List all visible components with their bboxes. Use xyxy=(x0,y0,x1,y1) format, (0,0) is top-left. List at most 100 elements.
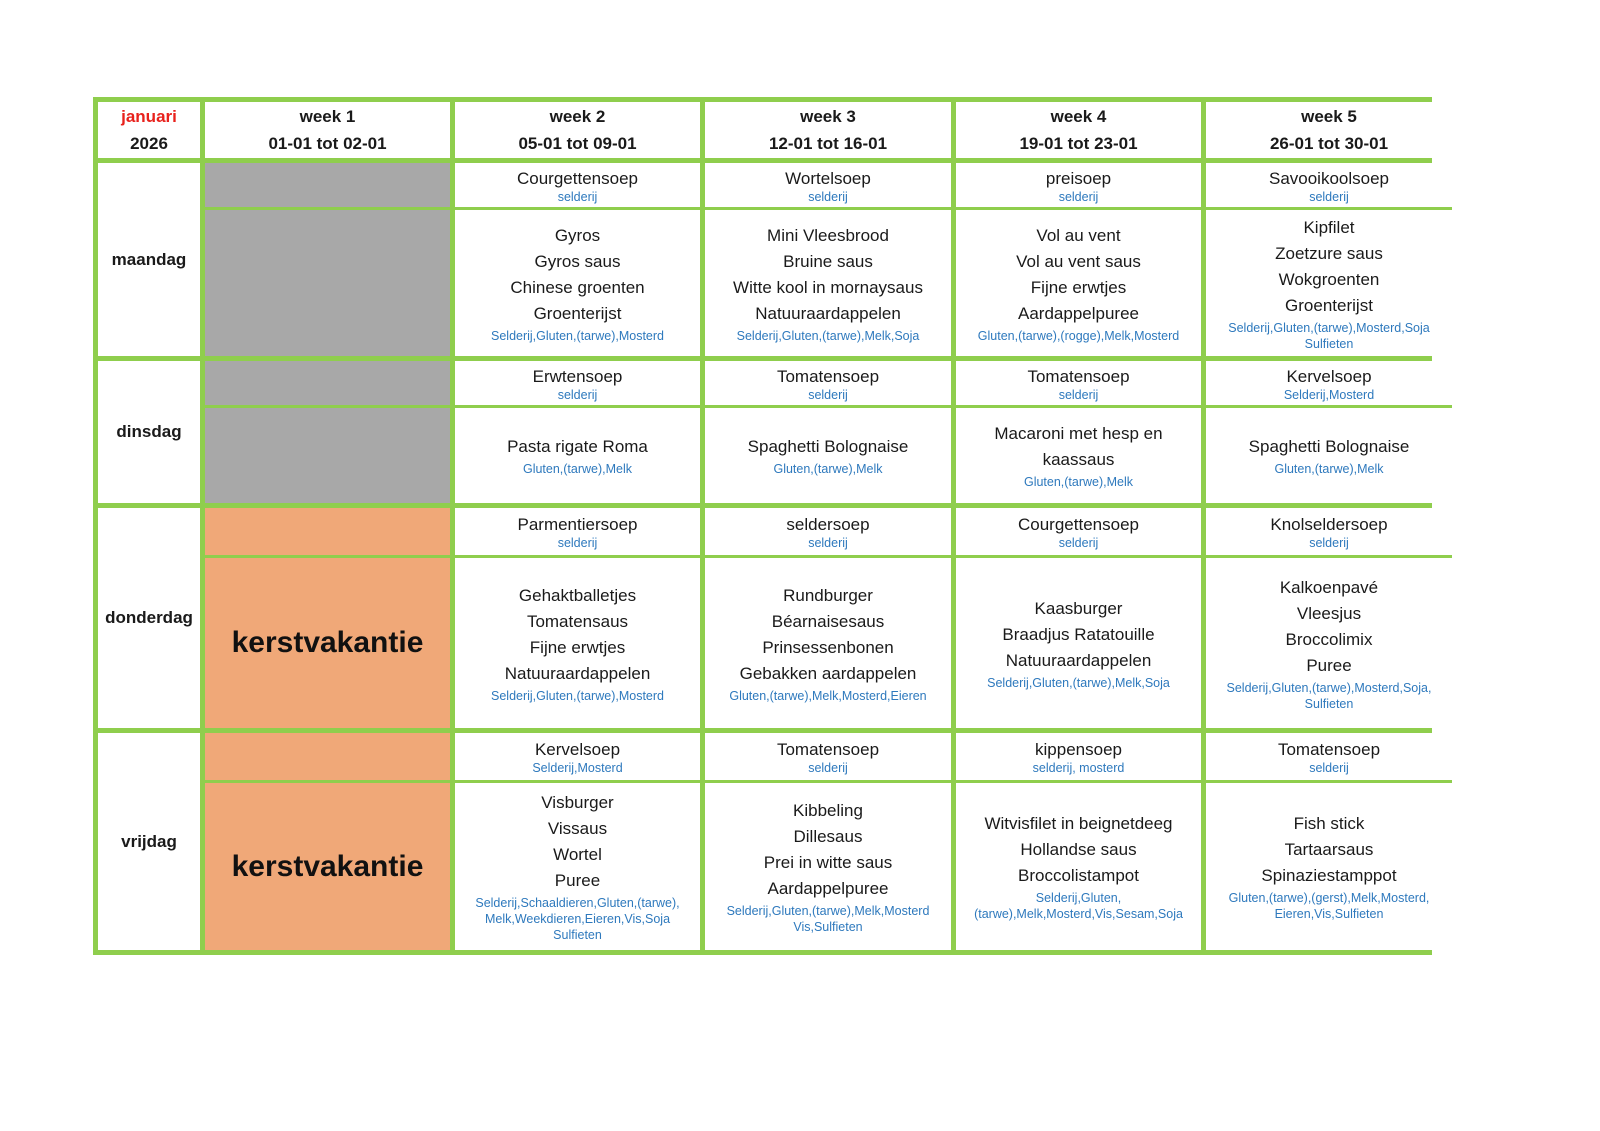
main-section: Kaasburger Braadjus Ratatouille Natuuraa… xyxy=(956,558,1201,728)
main-section: Mini Vleesbrood Bruine saus Witte kool i… xyxy=(705,210,951,356)
cell-maandag-week3: Wortelsoep selderij Mini Vleesbrood Brui… xyxy=(705,163,951,356)
closed-main-area xyxy=(205,408,450,503)
closed-main-area xyxy=(205,210,450,356)
soup-name: Knolseldersoep xyxy=(1270,515,1388,534)
dish-list: Kibbeling Dillesaus Prei in witte saus A… xyxy=(763,801,893,898)
soup-name: Erwtensoep xyxy=(532,366,623,386)
soup-section: Tomatensoep selderij xyxy=(1206,733,1452,783)
soup-name: Tomatensoep xyxy=(776,740,880,759)
cell-dinsdag-week4: Tomatensoep selderij Macaroni met hesp e… xyxy=(956,361,1201,503)
week-dates: 19-01 tot 23-01 xyxy=(1019,134,1138,153)
soup-allergens: selderij xyxy=(1309,189,1349,204)
soup-section: Kervelsoep Selderij,Mosterd xyxy=(1206,361,1452,408)
main-section: Kibbeling Dillesaus Prei in witte saus A… xyxy=(705,783,951,950)
soup-allergens: selderij xyxy=(808,189,848,204)
week-dates: 01-01 tot 02-01 xyxy=(268,134,387,153)
soup-section: seldersoep selderij xyxy=(705,508,951,558)
day-label-donderdag: donderdag xyxy=(98,508,200,728)
soup-name: Parmentiersoep xyxy=(517,515,638,534)
dish-allergens: Selderij,Gluten,(tarwe),Melk,Soja xyxy=(736,328,920,343)
soup-name: seldersoep xyxy=(786,515,870,534)
cell-vrijdag-week5: Tomatensoep selderij Fish stick Tartaars… xyxy=(1206,733,1452,950)
cell-vrijdag-week2: Kervelsoep Selderij,Mosterd Visburger Vi… xyxy=(455,733,700,950)
soup-allergens: selderij xyxy=(1058,387,1099,402)
dish-list: Witvisfilet in beignetdeeg Hollandse sau… xyxy=(984,814,1173,885)
soup-allergens: Selderij,Mosterd xyxy=(1283,387,1375,402)
main-section: Witvisfilet in beignetdeeg Hollandse sau… xyxy=(956,783,1201,950)
dish-list: Kaasburger Braadjus Ratatouille Natuuraa… xyxy=(1002,598,1155,670)
dish-list: Pasta rigate Roma xyxy=(507,437,648,456)
dish-allergens: Selderij,Schaaldieren,Gluten,(tarwe), Me… xyxy=(475,896,680,942)
week-label: week 4 xyxy=(1050,107,1107,126)
main-section: Pasta rigate Roma Gluten,(tarwe),Melk xyxy=(455,408,700,503)
cell-donderdag-week5: Knolseldersoep selderij Kalkoenpavé Vlee… xyxy=(1206,508,1452,728)
dish-allergens: Gluten,(tarwe),Melk,Mosterd,Eieren xyxy=(729,688,927,703)
main-section: Fish stick Tartaarsaus Spinaziestamppot … xyxy=(1206,783,1452,950)
week-label: week 5 xyxy=(1301,107,1357,126)
month-label: januari xyxy=(121,107,177,126)
vacation-main-area: kerstvakantie xyxy=(205,558,450,728)
day-label-maandag: maandag xyxy=(98,163,200,356)
main-section: Macaroni met hesp en kaassaus Gluten,(ta… xyxy=(956,408,1201,503)
soup-section: kippensoep selderij, mosterd xyxy=(956,733,1201,783)
soup-allergens: selderij xyxy=(1058,189,1099,204)
soup-name: Savooikoolsoep xyxy=(1268,168,1390,188)
header-month-cell: januari 2026 xyxy=(98,102,200,158)
vacation-label: kerstvakantie xyxy=(231,626,424,659)
dish-list: Visburger Vissaus Wortel Puree xyxy=(541,793,614,890)
header-week-3: week 3 12-01 tot 16-01 xyxy=(705,102,951,158)
dish-list: Fish stick Tartaarsaus Spinaziestamppot xyxy=(1261,814,1397,885)
main-section: Rundburger Béarnaisesaus Prinsessenbonen… xyxy=(705,558,951,728)
dish-allergens: Gluten,(tarwe),Melk xyxy=(1274,462,1384,476)
vacation-soup-area xyxy=(205,508,450,558)
dish-allergens: Gluten,(tarwe),Melk xyxy=(522,462,633,476)
main-section: Kipfilet Zoetzure saus Wokgroenten Groen… xyxy=(1206,210,1452,356)
soup-name: kippensoep xyxy=(1035,740,1122,759)
dish-list: Mini Vleesbrood Bruine saus Witte kool i… xyxy=(733,225,923,323)
dish-list: Gehaktballetjes Tomatensaus Fijne erwtje… xyxy=(504,585,651,683)
soup-section: Tomatensoep selderij xyxy=(705,733,951,783)
soup-section: Courgettensoep selderij xyxy=(956,508,1201,558)
main-section: Spaghetti Bolognaise Gluten,(tarwe),Melk xyxy=(1206,408,1452,503)
soup-allergens: selderij xyxy=(557,189,598,204)
cell-dinsdag-week5: Kervelsoep Selderij,Mosterd Spaghetti Bo… xyxy=(1206,361,1452,503)
header-week-4: week 4 19-01 tot 23-01 xyxy=(956,102,1201,158)
week-label: week 3 xyxy=(800,107,856,126)
soup-name: Tomatensoep xyxy=(776,366,880,386)
dish-allergens: Gluten,(tarwe),Melk xyxy=(773,462,883,476)
soup-section: Savooikoolsoep selderij xyxy=(1206,163,1452,210)
cell-dinsdag-week3: Tomatensoep selderij Spaghetti Bolognais… xyxy=(705,361,951,503)
soup-section: Courgettensoep selderij xyxy=(455,163,700,210)
closed-soup-area xyxy=(205,361,450,408)
cell-vrijdag-week1-vacation: kerstvakantie xyxy=(205,733,450,950)
dish-allergens: Selderij,Gluten,(tarwe),Melk,Mosterd,Vis… xyxy=(974,891,1183,921)
week-dates: 05-01 tot 09-01 xyxy=(518,134,637,153)
dish-allergens: Selderij,Gluten,(tarwe),Melk,Soja xyxy=(987,675,1170,690)
soup-name: Kervelsoep xyxy=(1286,366,1372,386)
soup-allergens: selderij xyxy=(1058,536,1099,550)
dish-list: Kalkoenpavé Vleesjus Broccolimix Puree xyxy=(1279,577,1379,675)
soup-section: Knolseldersoep selderij xyxy=(1206,508,1452,558)
cell-maandag-week2: Courgettensoep selderij Gyros Gyros saus… xyxy=(455,163,700,356)
cell-donderdag-week4: Courgettensoep selderij Kaasburger Braad… xyxy=(956,508,1201,728)
dish-list: Macaroni met hesp en kaassaus xyxy=(994,424,1163,469)
soup-allergens: selderij xyxy=(557,536,598,550)
main-section: Vol au vent Vol au vent saus Fijne erwtj… xyxy=(956,210,1201,356)
dish-allergens: Selderij,Gluten,(tarwe),Mosterd xyxy=(491,328,664,343)
cell-maandag-week1-closed xyxy=(205,163,450,356)
week-label: week 1 xyxy=(299,107,356,126)
vacation-label: kerstvakantie xyxy=(231,849,424,883)
soup-section: Wortelsoep selderij xyxy=(705,163,951,210)
dish-allergens: Gluten,(tarwe),(rogge),Melk,Mosterd xyxy=(977,328,1180,343)
soup-name: Kervelsoep xyxy=(534,740,621,759)
cell-donderdag-week3: seldersoep selderij Rundburger Béarnaise… xyxy=(705,508,951,728)
header-week-5: week 5 26-01 tot 30-01 xyxy=(1206,102,1452,158)
soup-name: Tomatensoep xyxy=(1277,740,1381,759)
dish-list: Gyros Gyros saus Chinese groenten Groent… xyxy=(510,225,645,323)
week-label: week 2 xyxy=(549,107,606,126)
soup-allergens: selderij, mosterd xyxy=(1032,761,1125,775)
header-week-1: week 1 01-01 tot 02-01 xyxy=(205,102,450,158)
soup-section: Tomatensoep selderij xyxy=(956,361,1201,408)
soup-name: preisoep xyxy=(1045,168,1112,188)
dish-list: Rundburger Béarnaisesaus Prinsessenbonen… xyxy=(739,585,917,683)
